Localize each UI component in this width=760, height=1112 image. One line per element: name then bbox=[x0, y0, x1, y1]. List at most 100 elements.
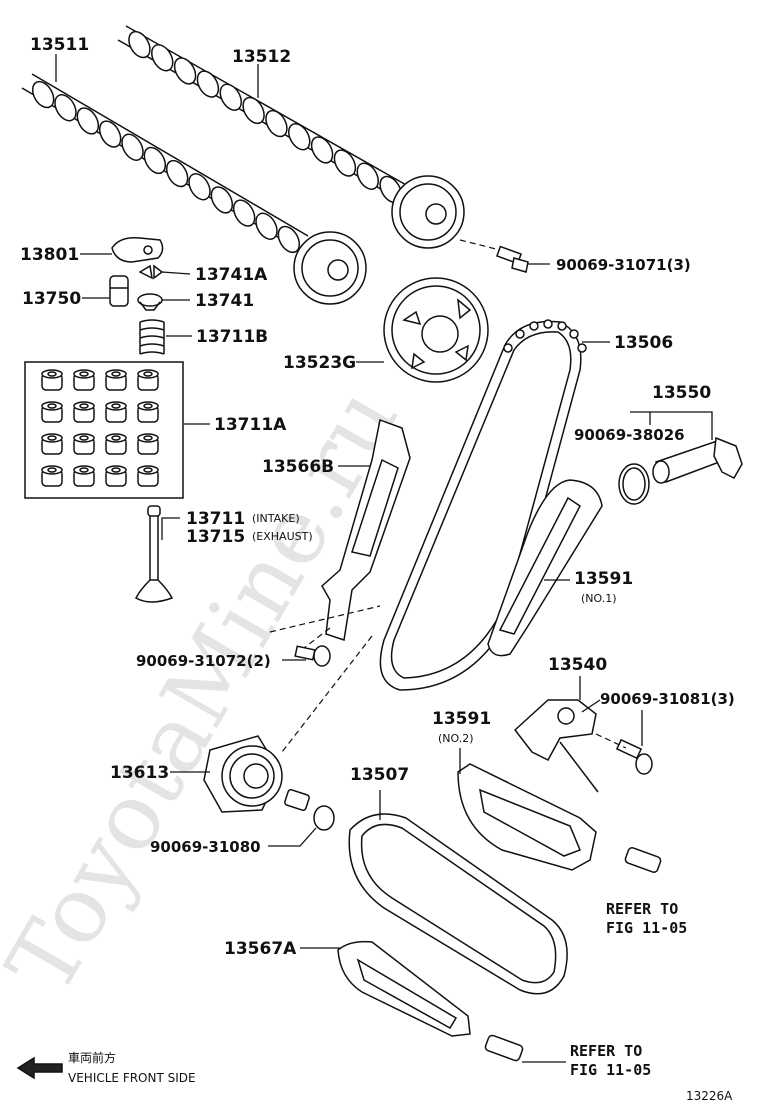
label-13711B: 13711B bbox=[196, 327, 268, 347]
label-90069-38026: 90069-38026 bbox=[574, 426, 685, 444]
cam-lobe bbox=[356, 162, 379, 190]
valve-stem-seal bbox=[105, 465, 127, 487]
label-13741A: 13741A bbox=[195, 265, 268, 285]
label-13591-no2-note: (NO.2) bbox=[438, 732, 474, 745]
valve-stem-seal bbox=[73, 369, 95, 391]
label-13512: 13512 bbox=[232, 47, 291, 67]
bolt-90069-31081 bbox=[615, 738, 653, 775]
cam-lobe bbox=[310, 136, 334, 164]
cam-lobe bbox=[196, 70, 220, 98]
chain-slipper-13591-no2 bbox=[457, 763, 597, 871]
cam-lobe bbox=[333, 149, 357, 177]
valve-stem-seal bbox=[137, 369, 159, 391]
label-13613: 13613 bbox=[110, 763, 169, 783]
cam-lobe bbox=[98, 120, 122, 148]
cam-lobe bbox=[288, 123, 311, 151]
valve-stem-seal bbox=[137, 401, 159, 423]
cam-lobe bbox=[151, 44, 174, 72]
label-90069-31081: 90069-31081(3) bbox=[600, 690, 735, 708]
cam-lobe bbox=[255, 212, 278, 240]
tensioner-arm-13540 bbox=[513, 699, 599, 793]
bolt-90069-31080 bbox=[284, 789, 335, 831]
label-13567A: 13567A bbox=[224, 939, 297, 959]
valve-stem-seal bbox=[137, 433, 159, 455]
camshaft-13511 bbox=[21, 73, 367, 305]
camshaft-13512-sprocket bbox=[391, 175, 465, 249]
cam-lobe bbox=[121, 133, 144, 161]
pin-upper bbox=[624, 847, 662, 873]
chain-link bbox=[569, 329, 579, 339]
cam-lobe bbox=[242, 96, 265, 125]
valve-stem-seal bbox=[41, 433, 63, 455]
chain-link bbox=[503, 343, 513, 353]
valve-stem-seal bbox=[73, 401, 95, 423]
valve-stem-seal bbox=[105, 369, 127, 391]
chain-slipper-13567A bbox=[337, 940, 471, 1037]
chain-slipper-13591-no1 bbox=[487, 479, 603, 657]
label-13511: 13511 bbox=[30, 35, 89, 55]
valve-spring-13711B bbox=[139, 319, 165, 355]
label-13591-no1: 13591 bbox=[574, 569, 633, 589]
cam-lobe bbox=[265, 109, 288, 138]
valve-keeper-13741A bbox=[138, 264, 164, 280]
cam-lobe bbox=[277, 225, 301, 254]
cam-lobe bbox=[210, 186, 234, 214]
figure-id: 13226A bbox=[686, 1089, 733, 1103]
chain-link bbox=[557, 321, 567, 331]
label-90069-31080: 90069-31080 bbox=[150, 838, 261, 856]
cam-lobe bbox=[143, 146, 167, 175]
chain-link bbox=[543, 319, 553, 329]
orientation-japanese: 車両前方 bbox=[68, 1050, 116, 1065]
valve-stem-seal-set-13711A bbox=[24, 361, 184, 499]
valve-stem-seal bbox=[105, 433, 127, 455]
cam-lobe bbox=[165, 159, 189, 188]
cam-lobe bbox=[173, 57, 197, 85]
valve-stem-seal bbox=[41, 369, 63, 391]
label-13507: 13507 bbox=[350, 765, 409, 785]
cam-lobe bbox=[219, 83, 242, 111]
label-13711: 13711 bbox=[186, 509, 245, 529]
label-13750: 13750 bbox=[22, 289, 81, 309]
valve-stem-seal bbox=[41, 401, 63, 423]
valve-stem-seal bbox=[105, 401, 127, 423]
valve-13711-13715 bbox=[135, 505, 174, 603]
gasket-90069-38026 bbox=[618, 463, 650, 505]
valve-stem-seal bbox=[73, 433, 95, 455]
label-13523G: 13523G bbox=[283, 353, 356, 373]
rocker-arm-13801 bbox=[111, 236, 164, 263]
label-90069-31071: 90069-31071(3) bbox=[556, 256, 691, 274]
camshaft-13511-sprocket bbox=[293, 231, 367, 305]
label-13540: 13540 bbox=[548, 655, 607, 675]
label-90069-31072: 90069-31072(2) bbox=[136, 652, 271, 670]
label-13711A: 13711A bbox=[214, 415, 287, 435]
callout-labels: 13511 13512 13801 13741A 13750 13741 137… bbox=[20, 35, 735, 1103]
orientation-english: VEHICLE FRONT SIDE bbox=[68, 1071, 196, 1085]
bolt-90069-31071 bbox=[495, 245, 529, 273]
cam-lobe bbox=[128, 30, 151, 59]
label-13506: 13506 bbox=[614, 333, 673, 353]
sprocket-13523G bbox=[383, 277, 489, 383]
ref-upper-line1: REFER TO bbox=[606, 900, 678, 918]
label-13550: 13550 bbox=[652, 383, 711, 403]
chain-link bbox=[515, 329, 525, 339]
chain-tensioner-13550 bbox=[652, 436, 743, 484]
valve-stem-seal bbox=[41, 465, 63, 487]
timing-chain-13507 bbox=[348, 813, 568, 995]
label-13711-note: (INTAKE) bbox=[252, 512, 300, 525]
bolt-90069-31072 bbox=[294, 645, 331, 667]
cam-lobe bbox=[232, 199, 256, 227]
chain-link bbox=[529, 321, 539, 331]
pin-lower bbox=[484, 1034, 524, 1062]
label-13591-no2: 13591 bbox=[432, 709, 491, 729]
valve-retainer-13741 bbox=[137, 293, 163, 311]
crankshaft-sprocket-13613 bbox=[203, 735, 283, 813]
label-13591-no1-note: (NO.1) bbox=[581, 592, 617, 605]
chain-guide-13566B bbox=[321, 418, 411, 641]
ref-lower-line1: REFER TO bbox=[570, 1042, 642, 1060]
chain-link bbox=[577, 343, 587, 353]
cam-lobe bbox=[76, 107, 100, 135]
cam-lobe bbox=[31, 80, 55, 109]
label-13801: 13801 bbox=[20, 245, 79, 265]
valve-stem-seal bbox=[73, 465, 95, 487]
ref-upper-line2: FIG 11-05 bbox=[606, 919, 687, 937]
